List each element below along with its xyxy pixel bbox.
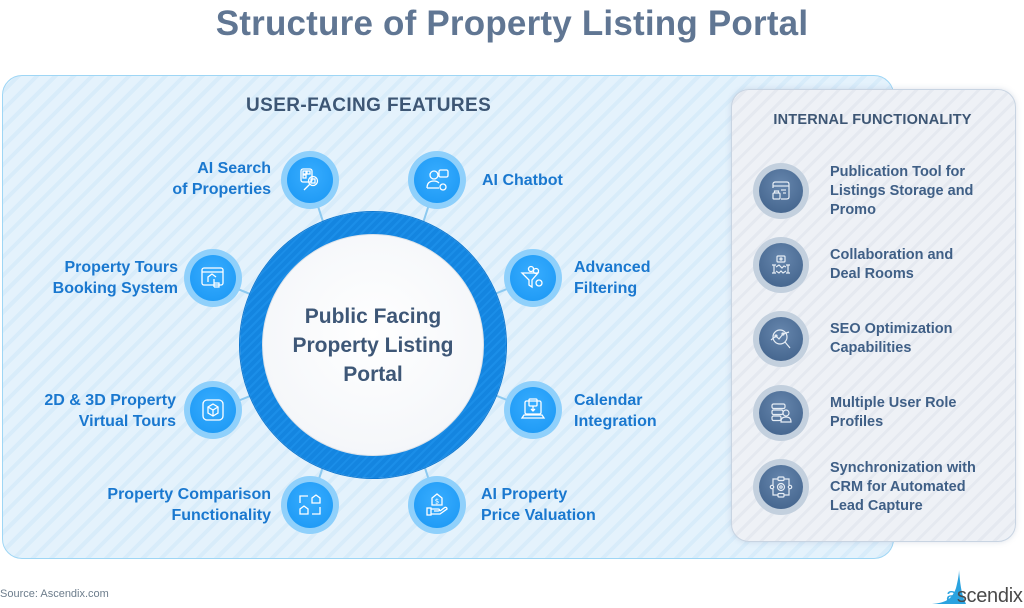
sync-icon	[769, 476, 793, 498]
ascendix-logo-swoosh-icon	[932, 570, 966, 604]
feature-node-advanced-filtering	[504, 249, 562, 307]
internal-node-user-roles	[753, 385, 809, 441]
feature-node-comparison	[281, 476, 339, 534]
internal-functionality-heading: INTERNAL FUNCTIONALITY	[773, 112, 972, 128]
portal-center: Public Facing Property Listing Portal	[262, 234, 484, 456]
compare-icon	[299, 494, 321, 515]
ai-search-icon	[300, 168, 319, 191]
internal-node-collaboration	[753, 237, 809, 293]
valuation-icon: $	[426, 493, 448, 516]
center-line-3: Portal	[343, 362, 403, 386]
user-roles-icon	[771, 403, 792, 423]
internal-node-publication	[753, 163, 809, 219]
center-line-1: Public Facing	[304, 304, 442, 328]
page-title: Structure of Property Listing Portal	[215, 4, 809, 43]
internal-node-sync	[753, 459, 809, 515]
handshake-icon	[772, 255, 790, 274]
ascendix-logo[interactable]: ascendix	[946, 585, 1023, 607]
feature-node-virtual-tours	[184, 381, 242, 439]
chatbot-icon	[426, 169, 449, 191]
feature-node-calendar	[504, 381, 562, 439]
internal-node-seo	[753, 311, 809, 367]
svg-text:$: $	[435, 498, 439, 506]
feature-node-property-tours	[184, 249, 242, 307]
booking-icon	[201, 267, 224, 288]
feature-label-ai-chatbot: AI Chatbot	[482, 172, 563, 189]
source-note: Source: Ascendix.com	[0, 588, 109, 600]
user-facing-heading: USER-FACING FEATURES	[246, 95, 492, 116]
cube-icon	[202, 399, 224, 421]
feature-node-ai-chatbot	[408, 151, 466, 209]
center-line-2: Property Listing	[292, 333, 454, 357]
feature-node-price-valuation: $	[408, 476, 466, 534]
publication-icon	[772, 181, 790, 200]
feature-node-ai-search	[281, 151, 339, 209]
seo-icon	[770, 329, 791, 349]
filter-icon	[520, 265, 543, 289]
calendar-icon	[520, 398, 546, 419]
